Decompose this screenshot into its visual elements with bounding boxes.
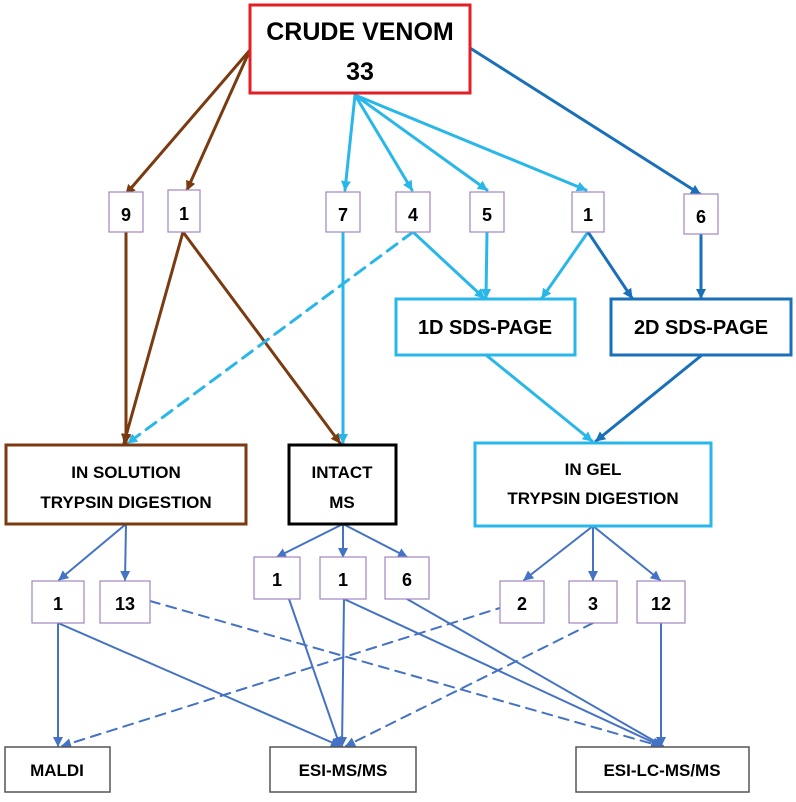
edge-venom-to-1a bbox=[185, 48, 252, 192]
count-box-bottom-3: 3 bbox=[568, 580, 618, 624]
edge-4-to-insolution bbox=[126, 230, 415, 445]
edge-intact-to-b1b bbox=[276, 523, 344, 558]
in-solution-line1: IN SOLUTION bbox=[71, 463, 181, 482]
edge-venom-to-9 bbox=[124, 48, 252, 196]
count-label: 1 bbox=[583, 205, 593, 225]
esi-ms-ms-node: ESI-MS/MS bbox=[269, 746, 417, 793]
edge-1a-to-intact bbox=[181, 230, 342, 445]
in-gel-line2: TRYPSIN DIGESTION bbox=[507, 489, 678, 508]
edge-b1a-to-esims bbox=[57, 622, 341, 747]
maldi-label: MALDI bbox=[30, 761, 84, 780]
edge-5-to-1d bbox=[481, 230, 492, 300]
in-gel-digestion-node: IN GEL TRYPSIN DIGESTION bbox=[473, 441, 713, 528]
count-box-7: 7 bbox=[325, 191, 361, 233]
esi-ms-ms-label: ESI-MS/MS bbox=[299, 761, 388, 780]
sds-page-1d-label: 1D SDS-PAGE bbox=[418, 317, 552, 339]
edge-insolution-to-b13 bbox=[120, 523, 131, 581]
count-box-9: 9 bbox=[108, 191, 144, 233]
edge-b13-to-esilc bbox=[149, 600, 661, 749]
count-label: 1 bbox=[272, 570, 282, 590]
edge-ingel-to-b12 bbox=[592, 525, 661, 581]
edge-4-to-1d bbox=[411, 230, 486, 300]
count-label: 6 bbox=[696, 207, 706, 227]
edge-intact-to-b6 bbox=[342, 523, 408, 558]
sds-page-2d-node: 2D SDS-PAGE bbox=[609, 297, 793, 357]
count-box-1b: 1 bbox=[571, 191, 605, 233]
count-box-bottom-13: 13 bbox=[99, 580, 151, 624]
esi-lc-ms-ms-node: ESI-LC-MS/MS bbox=[575, 746, 750, 793]
count-label: 2 bbox=[517, 594, 527, 614]
count-box-6-top: 6 bbox=[683, 193, 719, 235]
count-label: 3 bbox=[588, 594, 598, 614]
edge-b3-to-esims bbox=[345, 622, 594, 747]
intact-ms-node: INTACT MS bbox=[287, 443, 398, 526]
in-gel-line1: IN GEL bbox=[565, 460, 622, 479]
in-solution-digestion-node: IN SOLUTION TRYPSIN DIGESTION bbox=[4, 443, 248, 526]
edge-b1b-to-esims bbox=[288, 598, 342, 747]
count-box-1a: 1 bbox=[167, 189, 201, 233]
count-label: 9 bbox=[121, 205, 131, 225]
crude-venom-node: CRUDE VENOM 33 bbox=[248, 3, 472, 95]
edge-1d-to-ingel bbox=[484, 353, 594, 443]
edge-1a-to-insolution bbox=[121, 230, 185, 445]
edge-venom-to-1b bbox=[353, 93, 588, 192]
count-box-bottom-2: 2 bbox=[499, 580, 545, 624]
count-box-bottom-1b: 1 bbox=[253, 556, 301, 600]
crude-venom-count: 33 bbox=[346, 58, 374, 86]
count-box-bottom-1c: 1 bbox=[319, 556, 367, 600]
edge-1b-to-1d bbox=[540, 230, 590, 300]
count-label: 1 bbox=[53, 594, 63, 614]
nodes: CRUDE VENOM 33 9 1 7 4 5 1 bbox=[4, 3, 793, 793]
count-label: 1 bbox=[338, 570, 348, 590]
count-box-4: 4 bbox=[395, 191, 431, 233]
edge-b1c-to-esilc bbox=[343, 598, 662, 747]
count-label: 7 bbox=[338, 205, 348, 225]
intact-ms-line2: MS bbox=[329, 493, 355, 512]
count-label: 6 bbox=[402, 570, 412, 590]
intact-ms-line1: INTACT bbox=[311, 463, 373, 482]
esi-lc-ms-ms-label: ESI-LC-MS/MS bbox=[603, 761, 720, 780]
edge-venom-to-7 bbox=[340, 93, 357, 192]
edge-insolution-to-b1a bbox=[58, 523, 127, 581]
count-box-bottom-12: 12 bbox=[636, 580, 686, 624]
count-box-bottom-6: 6 bbox=[384, 556, 430, 600]
count-label: 12 bbox=[651, 594, 671, 614]
edge-1b-to-2d bbox=[586, 230, 634, 300]
edge-venom-to-5 bbox=[353, 93, 489, 192]
in-solution-line2: TRYPSIN DIGESTION bbox=[40, 493, 211, 512]
count-label: 5 bbox=[482, 205, 492, 225]
count-box-bottom-1a: 1 bbox=[31, 580, 85, 624]
edges bbox=[53, 46, 706, 749]
edge-venom-to-6 bbox=[468, 46, 702, 196]
maldi-node: MALDI bbox=[4, 746, 111, 793]
edge-venom-to-4 bbox=[353, 93, 414, 192]
count-label: 4 bbox=[408, 205, 418, 225]
count-label: 1 bbox=[179, 204, 189, 224]
sds-page-1d-node: 1D SDS-PAGE bbox=[394, 297, 577, 357]
edge-2d-to-ingel bbox=[594, 353, 704, 443]
sds-page-2d-label: 2D SDS-PAGE bbox=[634, 317, 768, 339]
crude-venom-label: CRUDE VENOM bbox=[266, 18, 454, 46]
count-box-5: 5 bbox=[469, 191, 505, 233]
edge-b2-to-maldi bbox=[61, 600, 523, 749]
edge-ingel-to-b2 bbox=[523, 525, 594, 581]
edge-b1c-to-esims bbox=[337, 598, 348, 747]
count-label: 13 bbox=[115, 594, 135, 614]
